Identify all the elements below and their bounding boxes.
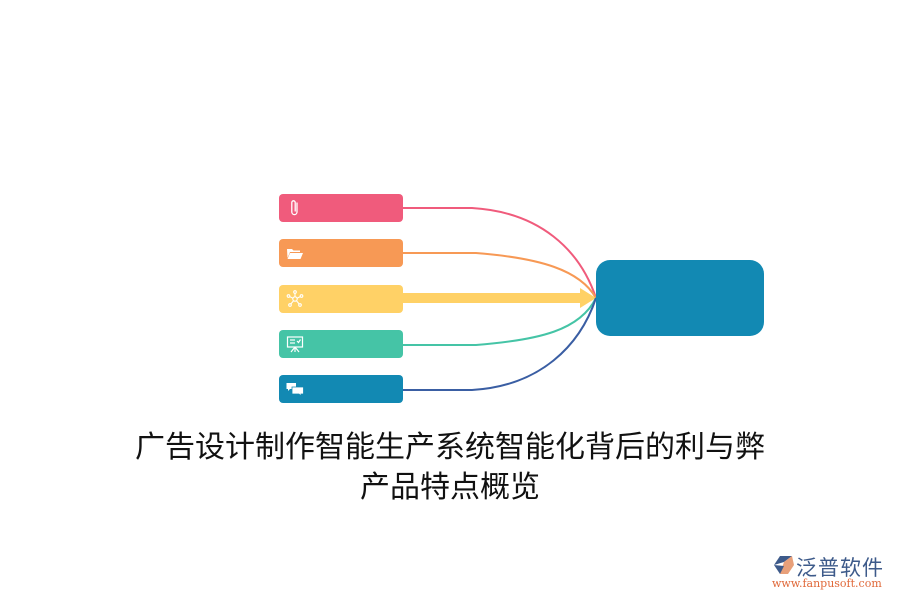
item-bar-presentation	[279, 330, 403, 358]
logo-brand-text: 泛普软件	[796, 556, 884, 580]
folder-open-icon	[287, 249, 303, 259]
paperclip-icon	[291, 200, 298, 216]
brand-logo: 泛普软件 www.fanpusoft.com	[770, 552, 895, 592]
item-bar-folder	[279, 239, 403, 267]
logo-url-text: www.fanpusoft.com	[772, 577, 882, 590]
item-bar-network	[279, 285, 403, 313]
network-icon	[286, 290, 304, 307]
connector-line-teal	[403, 297, 597, 346]
connector-line-pink	[403, 207, 597, 299]
center-node	[596, 260, 764, 336]
connector-arrow-yellow	[403, 288, 596, 308]
item-bar-attachment	[279, 194, 403, 222]
item-bar-chat	[279, 375, 403, 403]
logo-mark-icon	[774, 556, 794, 574]
connector-line-orange	[403, 252, 597, 299]
title-line-2: 产品特点概览	[360, 470, 540, 505]
chat-bubbles-icon	[286, 383, 304, 397]
connector-line-navy	[403, 297, 597, 391]
presentation-board-icon	[286, 336, 304, 353]
title-line-1: 广告设计制作智能生产系统智能化背后的利与弊	[135, 430, 765, 465]
